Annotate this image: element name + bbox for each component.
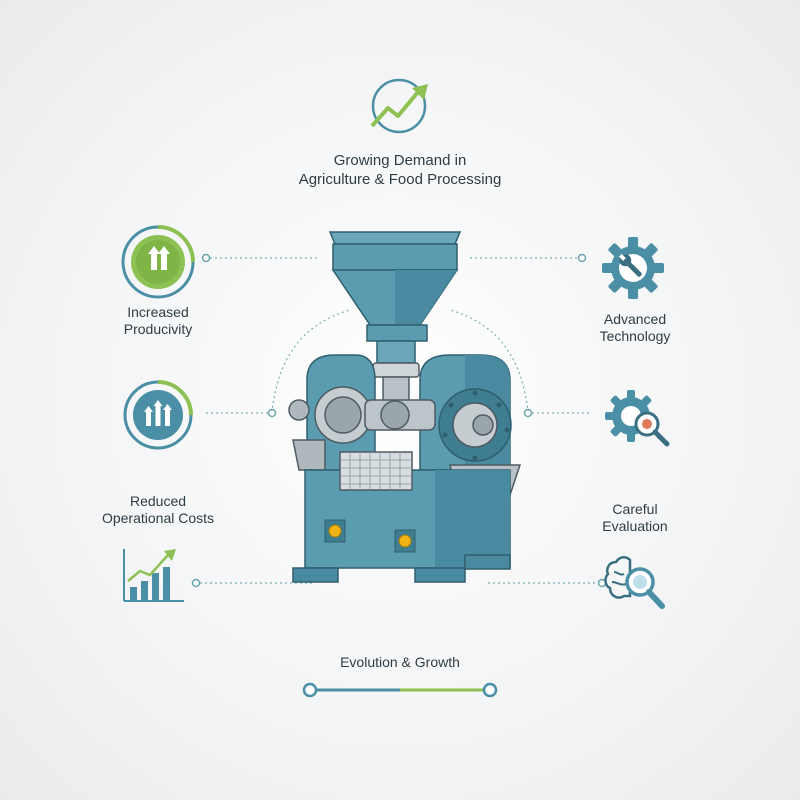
label-careful-evaluation: Careful Evaluation: [602, 501, 668, 534]
bar-arrows-icon: [123, 380, 193, 450]
connector-node: [523, 408, 533, 418]
evolution-progress-bar: [302, 682, 498, 698]
progress-end-node: [482, 682, 498, 698]
connector-node: [191, 578, 201, 588]
connector-node: [577, 253, 587, 263]
grinding-mill-machine: [288, 231, 522, 583]
gear-magnifier-icon: [605, 390, 670, 447]
connector-node: [201, 253, 211, 263]
label-reduced-costs: Reduced Operational Costs: [101, 493, 215, 526]
hopper-rim: [332, 243, 458, 271]
page-title: Growing Demand in Agriculture & Food Pro…: [298, 152, 502, 188]
indicator-light: [398, 534, 412, 548]
trend-up-icon: [370, 78, 428, 134]
label-evolution-growth: Evolution & Growth: [340, 654, 460, 670]
bar-chart-growth-icon: [123, 549, 184, 602]
double-arrow-up-icon: [121, 225, 195, 299]
brain-magnifier-icon: [604, 556, 665, 609]
connector-node: [267, 408, 277, 418]
label-advanced-technology: Advanced Technology: [599, 311, 671, 344]
label-increased-productivity: Increased Producivity: [123, 304, 193, 337]
indicator-light: [328, 524, 342, 538]
gear-wrench-icon: [602, 237, 664, 299]
progress-start-node: [302, 682, 318, 698]
